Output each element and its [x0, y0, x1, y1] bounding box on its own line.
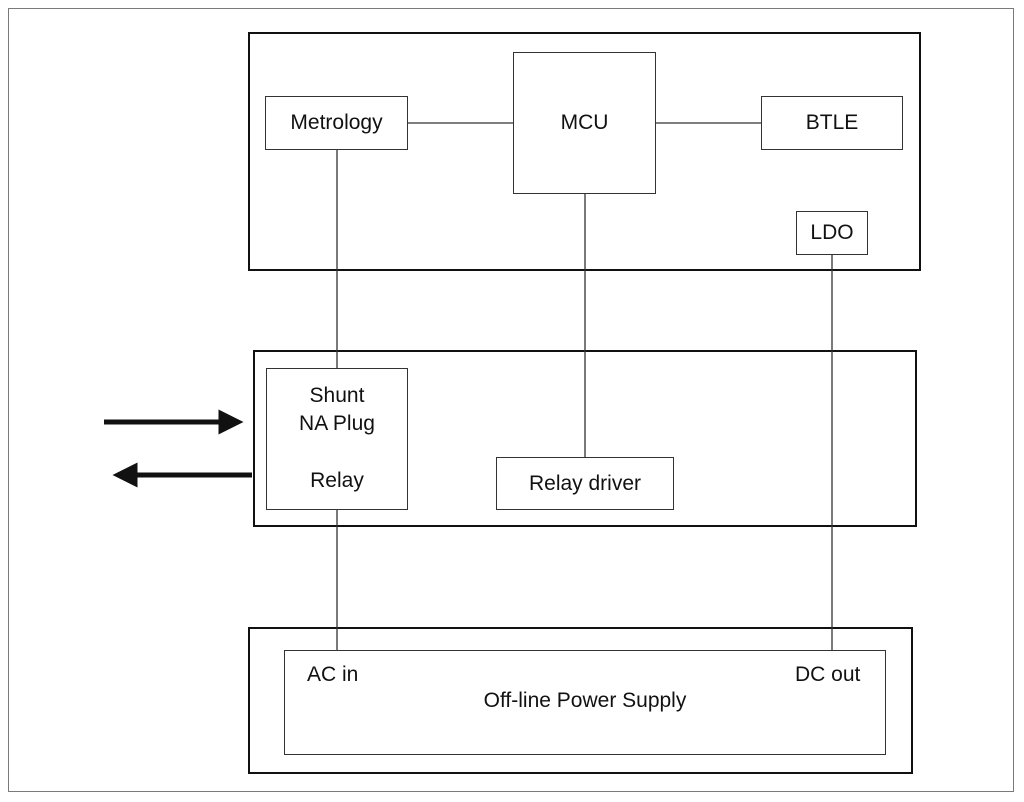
- na-plug-label: NA Plug: [299, 412, 375, 435]
- dc-out-label: DC out: [795, 663, 861, 686]
- power-supply-block: [284, 650, 886, 755]
- btle-label: BTLE: [805, 111, 859, 134]
- figure-frame: [8, 8, 1014, 792]
- relay-driver-label: Relay driver: [528, 471, 642, 495]
- mcu-block: MCU: [513, 52, 656, 194]
- ac-in-label: AC in: [307, 663, 359, 686]
- relay-label: Relay: [310, 469, 364, 492]
- relay-driver-block: Relay driver: [496, 457, 674, 510]
- power-section-group: [248, 627, 913, 774]
- shunt-relay-block: [266, 368, 408, 510]
- mcu-label: MCU: [560, 111, 609, 134]
- metrology-label: Metrology: [290, 111, 383, 134]
- ldo-label: LDO: [810, 221, 854, 244]
- power-supply-label: Off-line Power Supply: [483, 689, 687, 712]
- btle-block: BTLE: [761, 96, 903, 150]
- shunt-label: Shunt: [309, 384, 365, 407]
- ldo-block: LDO: [796, 211, 868, 255]
- metrology-block: Metrology: [265, 96, 408, 150]
